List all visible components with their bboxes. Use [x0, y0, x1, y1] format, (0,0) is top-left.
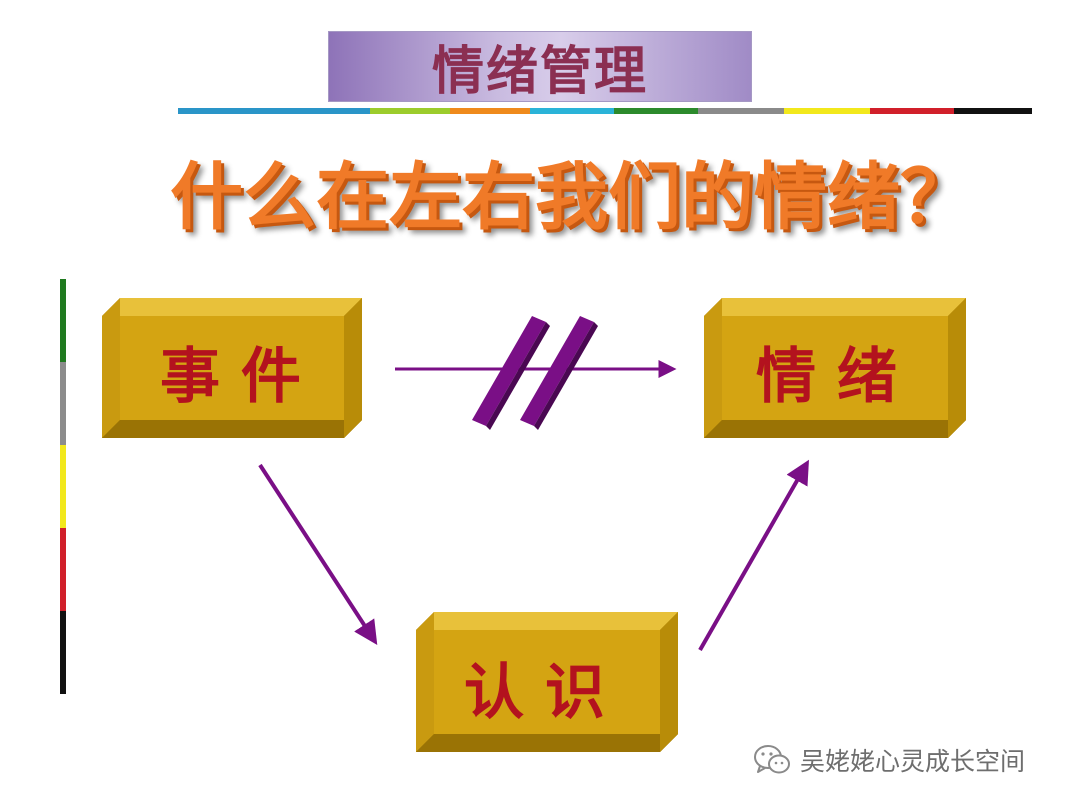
side-rule-segment — [60, 528, 66, 611]
rule-segment — [450, 108, 530, 114]
color-rule — [178, 108, 1032, 114]
rule-segment — [614, 108, 698, 114]
node-cognition: 认 识 — [416, 612, 678, 752]
rule-segment — [954, 108, 1032, 114]
title-banner: 情绪管理 — [328, 31, 752, 102]
rule-segment — [178, 108, 370, 114]
watermark-text: 吴姥姥心灵成长空间 — [800, 747, 1026, 776]
side-rule-segment — [60, 279, 66, 362]
arrow-cognition-to-emotion — [698, 459, 809, 651]
page-title: 情绪管理 — [431, 42, 648, 102]
side-rule-segment — [60, 362, 66, 445]
question-heading: 什么在左右我们的情绪？ — [170, 155, 973, 240]
node-emotion-shape — [704, 298, 966, 438]
arrow-event-to-cognition — [258, 463, 378, 646]
rule-segment — [698, 108, 784, 114]
rule-segment — [870, 108, 954, 114]
node-event-shape — [102, 298, 362, 438]
node-cognition-label: 认 识 — [464, 658, 605, 728]
rule-segment — [530, 108, 614, 114]
side-rule-segment — [60, 611, 66, 694]
node-event-label: 事 件 — [160, 342, 301, 412]
side-rule-segment — [60, 445, 66, 528]
node-cognition-shape — [416, 612, 678, 752]
rule-segment — [370, 108, 450, 114]
not-equal-slash-icon — [472, 316, 598, 430]
rule-segment — [784, 108, 870, 114]
node-emotion: 情 绪 — [704, 298, 966, 438]
wechat-icon — [754, 745, 790, 774]
side-color-rule — [60, 279, 66, 694]
node-emotion-label: 情 绪 — [756, 342, 897, 412]
watermark: 吴姥姥心灵成长空间 — [752, 742, 1025, 778]
node-event: 事 件 — [102, 298, 362, 438]
